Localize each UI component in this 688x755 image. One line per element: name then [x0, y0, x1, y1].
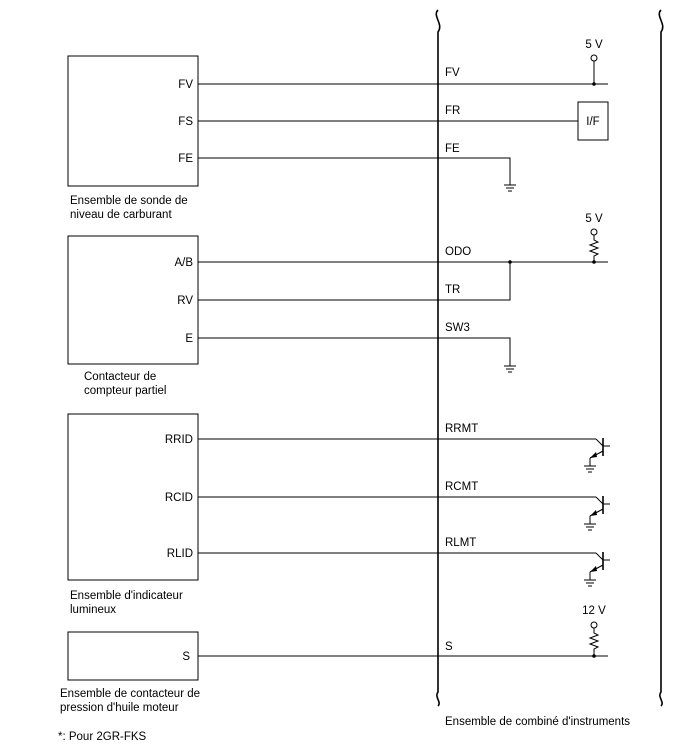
fuel-sender-caption-2: niveau de carburant [70, 209, 172, 221]
junction-dot [508, 260, 512, 264]
indicator-assembly: RRID RCID RLID Ensemble d'indicateur lum… [67, 413, 199, 616]
terminal-sw3: SW3 [445, 322, 470, 334]
trip-switch-caption-2: compteur partiel [84, 385, 166, 397]
oil-switch-caption-1: Ensemble de contacteur de [60, 688, 200, 700]
wire-rv [198, 262, 511, 301]
interface-label: I/F [586, 116, 599, 128]
ground-symbol [503, 365, 517, 373]
pin-rv: RV [177, 295, 193, 307]
terminal-rrmt: RRMT [445, 423, 478, 435]
junction-dot [592, 654, 596, 658]
combination-meter: Ensemble de combiné d'instruments [435, 9, 664, 728]
terminal-rcmt: RCMT [445, 481, 478, 493]
pin-ab: A/B [174, 257, 193, 269]
wire-e [198, 337, 511, 366]
pin-rlid: RLID [167, 548, 193, 560]
pin-s: S [182, 651, 190, 663]
terminal-fe: FE [445, 143, 460, 155]
ground-symbol [503, 184, 517, 192]
meter-caption: Ensemble de combiné d'instruments [445, 716, 630, 728]
oil-switch-caption-2: pression d'huile moteur [60, 702, 179, 714]
terminal-tr: TR [445, 284, 460, 296]
indicator-caption-2: lumineux [70, 604, 116, 616]
interface-box [577, 101, 609, 141]
trip-switch-caption-1: Contacteur de [84, 371, 156, 383]
meter-right-border [658, 9, 664, 707]
supply-terminal [590, 228, 598, 236]
transistor-rlmt [583, 552, 610, 587]
oil-switch-box [67, 631, 199, 681]
supply-5v-a-label: 5 V [585, 39, 603, 51]
terminal-rlmt: RLMT [445, 537, 476, 549]
supply-5v-b-label: 5 V [585, 213, 603, 225]
terminal-odo: ODO [445, 246, 471, 258]
supply-terminal [590, 54, 598, 62]
pin-e: E [185, 333, 193, 345]
indicator-wires: RRMT RCMT RLMT [198, 423, 610, 587]
oil-switch-wires: S 12 V [198, 605, 608, 658]
meter-left-border [435, 9, 441, 707]
pullup-resistor [588, 628, 600, 656]
fuel-sender-caption-1: Ensemble de sonde de [70, 195, 188, 207]
transistor-rcmt [583, 496, 610, 531]
transistor-rrmt [583, 438, 610, 473]
pullup-resistor [588, 235, 600, 262]
terminal-fr: FR [445, 105, 460, 117]
footnote: *: Pour 2GR-FKS [58, 731, 147, 743]
junction-dot [592, 260, 596, 264]
pin-fs: FS [178, 116, 193, 128]
pin-fe: FE [178, 153, 193, 165]
terminal-fv: FV [445, 67, 460, 79]
pin-fv: FV [178, 79, 193, 91]
supply-terminal [590, 621, 598, 629]
wire-fe [198, 157, 511, 185]
pin-rcid: RCID [165, 492, 193, 504]
terminal-s: S [445, 641, 453, 653]
junction-dot [592, 82, 596, 86]
pin-rrid: RRID [165, 434, 193, 446]
supply-12v-label: 12 V [582, 605, 606, 617]
trip-switch-wires: ODO TR SW3 5 V [198, 213, 608, 373]
trip-switch-assembly: A/B RV E Contacteur de compteur partiel [67, 235, 199, 397]
oil-pressure-switch-assembly: S Ensemble de contacteur de pression d'h… [60, 631, 200, 714]
fuel-sender-assembly: FV FS FE Ensemble de sonde de niveau de … [67, 55, 199, 221]
indicator-caption-1: Ensemble d'indicateur [70, 590, 183, 602]
fuel-sender-wires: FV FR FE 5 V I/F [198, 39, 609, 192]
